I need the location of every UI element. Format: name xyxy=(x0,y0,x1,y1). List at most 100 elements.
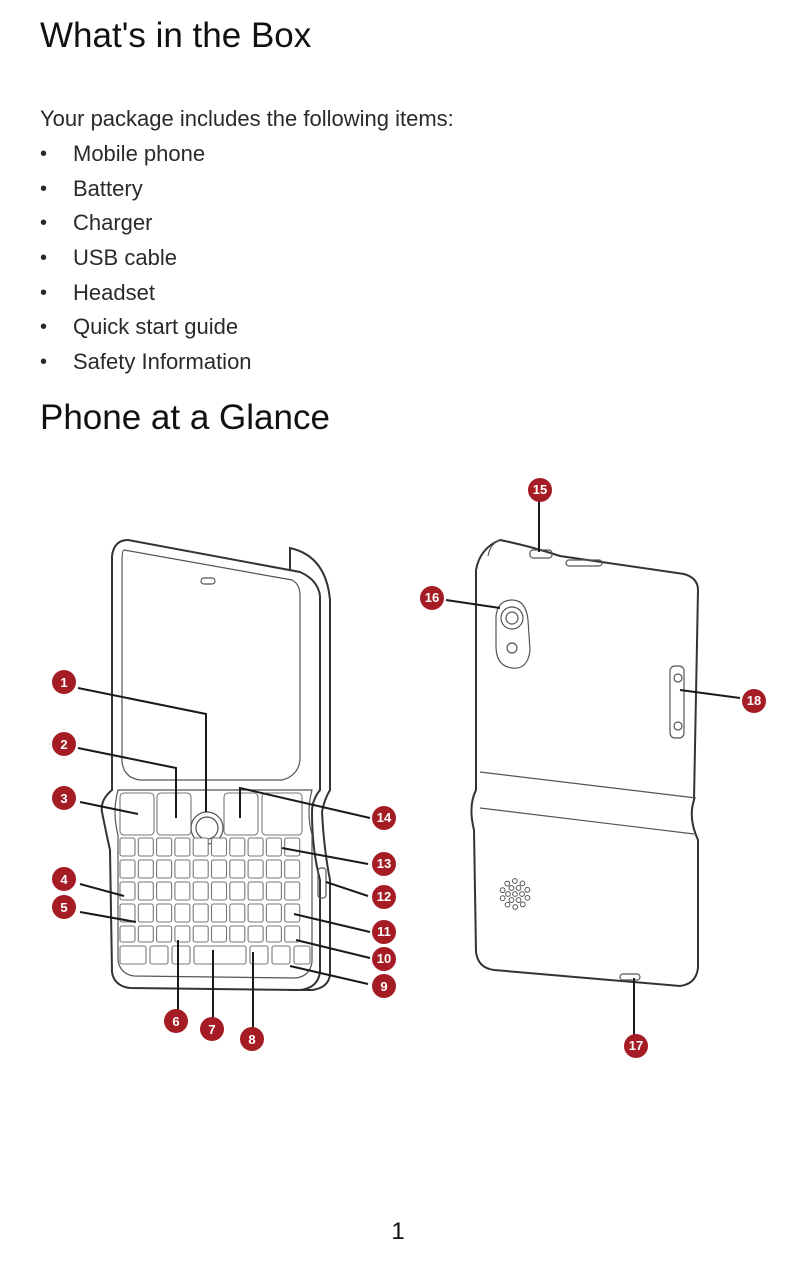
callout-label: 4 xyxy=(60,872,68,887)
keypad-key xyxy=(271,945,291,965)
callout-label: 10 xyxy=(377,951,391,966)
keypad-key xyxy=(265,837,282,857)
keypad-key xyxy=(247,881,264,901)
speaker-hole xyxy=(515,885,522,891)
callout-15: 15 xyxy=(528,478,552,502)
list-item: •Charger xyxy=(40,210,252,245)
keypad-key xyxy=(210,837,228,857)
item-label: Headset xyxy=(73,279,155,305)
keypad-key xyxy=(192,903,209,923)
list-item: •Headset xyxy=(40,280,252,315)
keypad-key xyxy=(137,903,154,923)
speaker-hole xyxy=(504,880,511,887)
keypad-key xyxy=(174,881,191,901)
callout-8: 8 xyxy=(240,1027,264,1051)
callout-label: 9 xyxy=(380,979,387,994)
leader-lines xyxy=(77,500,741,1036)
keypad-key xyxy=(265,859,282,879)
package-item-list: •Mobile phone • Battery •Charger • USB cab… xyxy=(40,141,252,384)
item-label: USB cable xyxy=(73,245,177,271)
keypad-key xyxy=(156,837,173,857)
keypad-key xyxy=(137,925,154,943)
callout-13: 13 xyxy=(372,852,396,876)
keypad-key xyxy=(249,945,269,965)
callout-6: 6 xyxy=(164,1009,188,1033)
keypad-key xyxy=(174,925,191,943)
keypad-key xyxy=(192,925,209,943)
keypad-key xyxy=(247,837,264,857)
callout-14: 14 xyxy=(372,806,396,830)
callout-4: 4 xyxy=(52,867,76,891)
list-item: • Battery xyxy=(40,176,252,211)
section-title-phone-at-glance: Phone at a Glance xyxy=(40,398,330,437)
callout-12: 12 xyxy=(372,885,396,909)
callout-label: 1 xyxy=(60,675,67,690)
list-item: • Quick start guide xyxy=(40,314,252,349)
keypad-key xyxy=(149,945,169,965)
speaker-hole xyxy=(519,891,525,897)
callout-3: 3 xyxy=(52,786,76,810)
keypad-key xyxy=(119,837,136,857)
list-item: • USB cable xyxy=(40,245,252,280)
speaker-hole xyxy=(508,897,515,903)
phone-diagram: 1 2 3 4 5 6 7 8 9 10 11 12 13 14 15 16 1… xyxy=(52,478,766,1058)
speaker-hole xyxy=(524,886,531,893)
keypad-key xyxy=(265,903,282,923)
callout-label: 2 xyxy=(60,737,67,752)
keypad-key xyxy=(119,903,136,923)
speaker-hole xyxy=(511,878,518,884)
keypad-key xyxy=(284,925,301,943)
keypad-key xyxy=(192,881,209,901)
callout-label: 11 xyxy=(377,924,391,939)
speaker-hole xyxy=(505,891,511,897)
callout-10: 10 xyxy=(372,947,396,971)
list-item: •Mobile phone xyxy=(40,141,252,176)
page-number: 1 xyxy=(391,1218,405,1245)
list-item: •Safety Information xyxy=(40,349,252,384)
phone-back xyxy=(470,538,700,988)
keypad-key xyxy=(174,859,191,879)
keypad-key xyxy=(229,925,246,943)
callout-16: 16 xyxy=(420,586,444,610)
keypad-key xyxy=(210,903,228,923)
callout-label: 13 xyxy=(377,856,391,871)
keypad-key xyxy=(229,881,246,901)
phone-front xyxy=(100,538,331,992)
item-label: Battery xyxy=(73,175,143,201)
bullet: • xyxy=(40,247,48,270)
bullet: • xyxy=(40,143,48,165)
keypad-key xyxy=(156,903,173,923)
keypad-key xyxy=(119,925,136,943)
callout-label: 15 xyxy=(533,482,547,497)
callout-17: 17 xyxy=(624,1034,648,1058)
callout-9: 9 xyxy=(372,974,396,998)
keypad-key xyxy=(293,945,311,965)
keypad-key xyxy=(210,881,228,901)
keypad-key xyxy=(229,903,246,923)
speaker-hole xyxy=(519,880,526,887)
speaker-hole xyxy=(512,904,519,910)
speaker-hole xyxy=(504,901,511,908)
callout-1: 1 xyxy=(52,670,76,694)
callout-2: 2 xyxy=(52,732,76,756)
bullet: • xyxy=(40,316,48,339)
keypad-key xyxy=(247,903,264,923)
callout-label: 3 xyxy=(60,791,67,806)
item-label: Safety Information xyxy=(73,349,252,375)
callout-label: 8 xyxy=(248,1032,255,1047)
keypad-key xyxy=(119,881,136,901)
callout-label: 7 xyxy=(208,1022,215,1037)
callout-11: 11 xyxy=(372,920,396,944)
keypad-key xyxy=(137,859,154,879)
keypad-key xyxy=(119,859,136,879)
keypad-key xyxy=(284,837,301,857)
bullet: • xyxy=(40,177,48,200)
package-intro: Your package includes the following item… xyxy=(40,106,454,131)
item-label: Quick start guide xyxy=(73,314,239,340)
section-title-whats-in-box: What's in the Box xyxy=(40,16,312,55)
speaker-hole xyxy=(499,895,506,902)
speaker-hole xyxy=(508,885,515,891)
keypad-key xyxy=(156,859,173,879)
keypad-key xyxy=(265,881,282,901)
keypad-key xyxy=(193,945,247,965)
